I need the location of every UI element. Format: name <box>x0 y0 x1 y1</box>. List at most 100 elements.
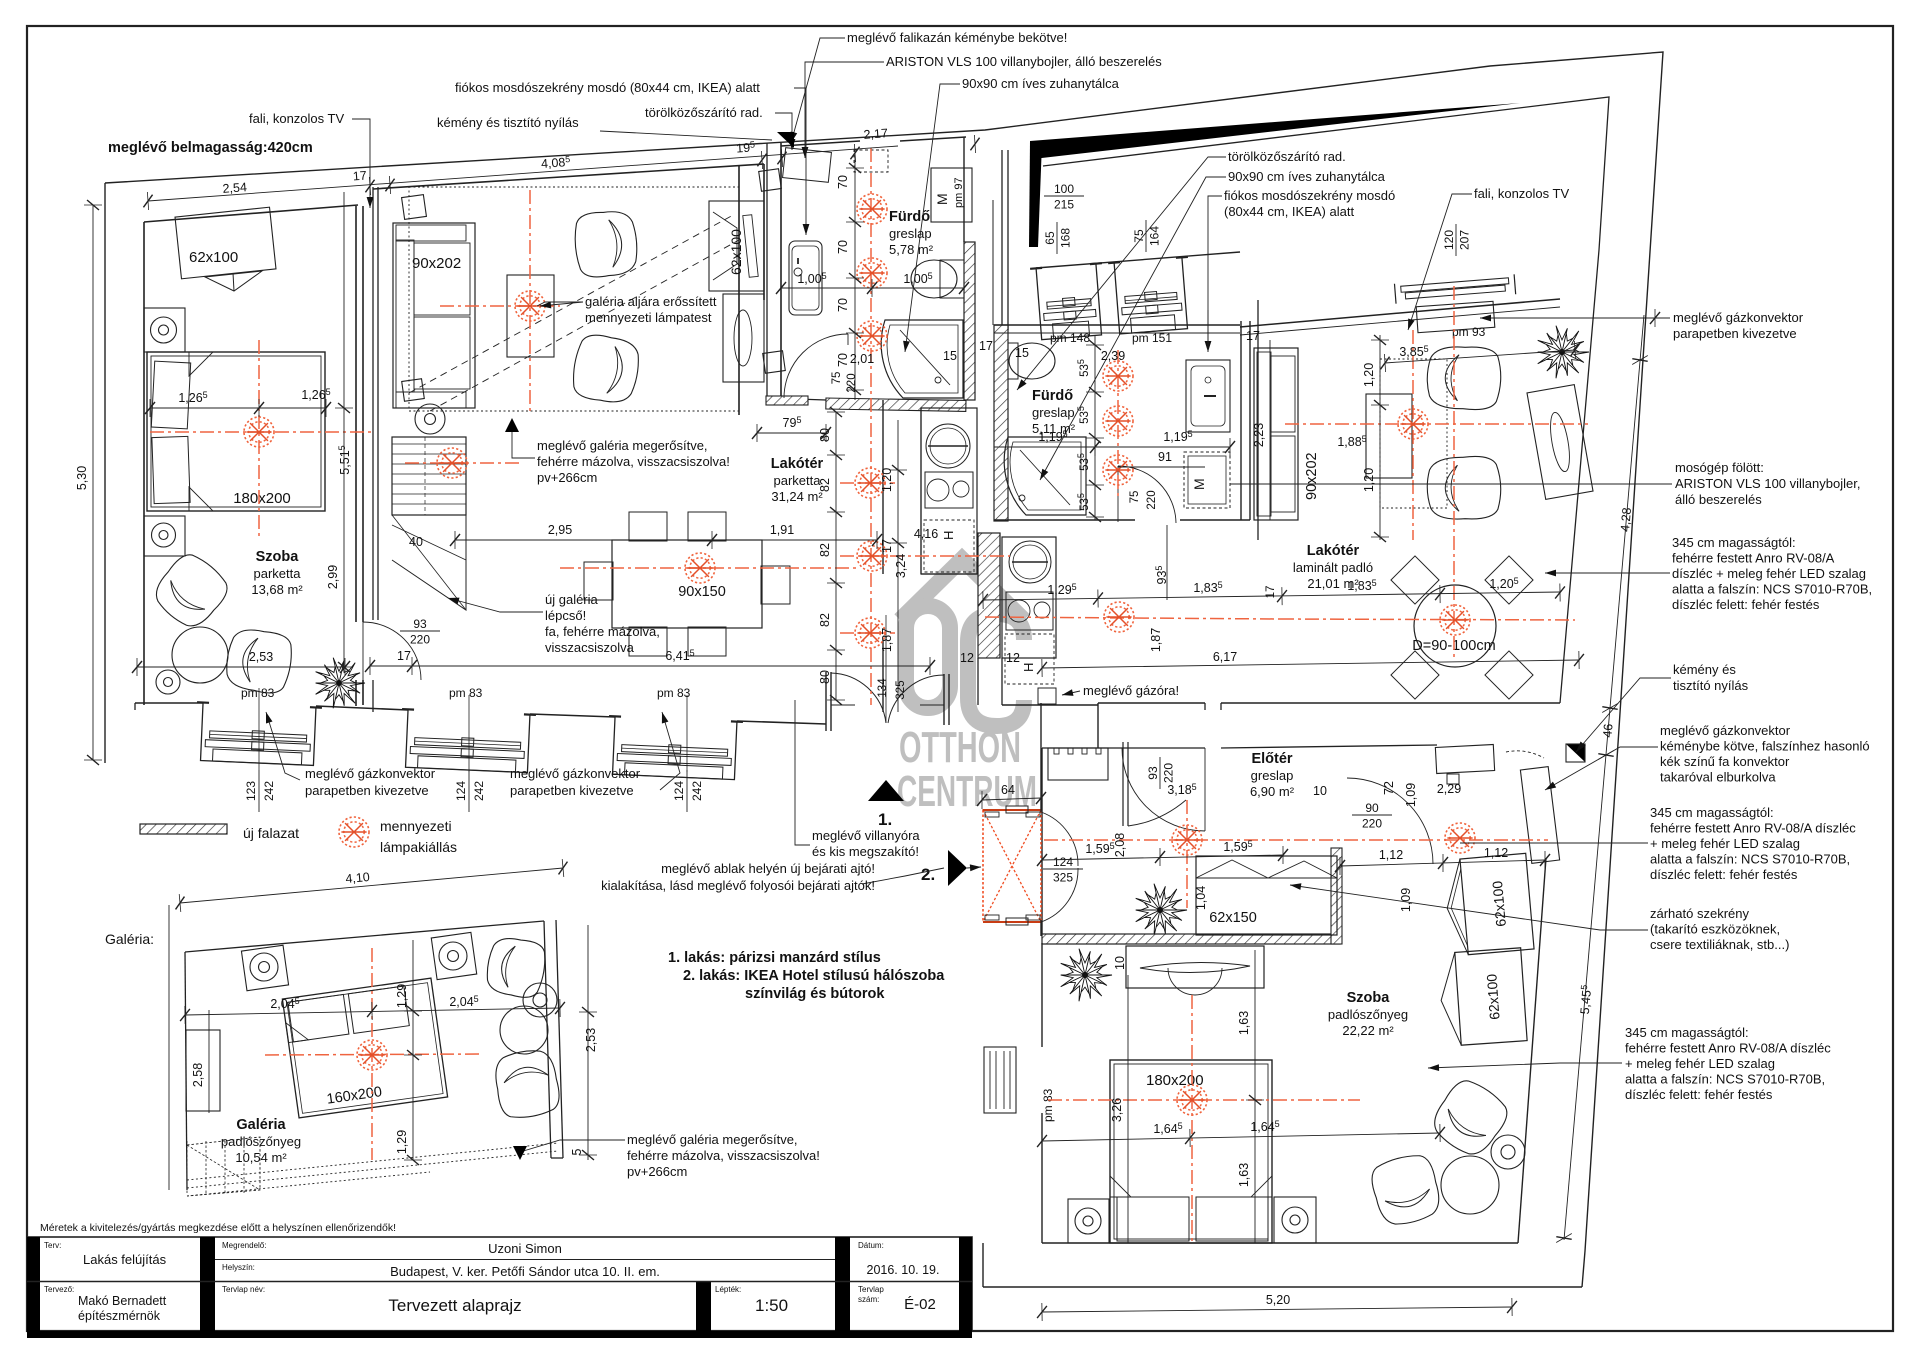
svg-text:46: 46 <box>1600 723 1615 738</box>
svg-text:mennyezeti: mennyezeti <box>380 818 452 834</box>
svg-text:2,045: 2,045 <box>270 996 299 1011</box>
svg-text:1. lakás: párizsi manzárd stíl: 1. lakás: párizsi manzárd stílus <box>668 950 881 966</box>
svg-text:ARISTON VLS 100 villanybojler,: ARISTON VLS 100 villanybojler, <box>1675 476 1860 491</box>
svg-text:Galéria:: Galéria: <box>105 931 154 947</box>
svg-text:1:50: 1:50 <box>755 1296 788 1315</box>
svg-text:215: 215 <box>1054 198 1074 212</box>
svg-text:160x200: 160x200 <box>326 1084 383 1108</box>
svg-text:laminált padló: laminált padló <box>1293 560 1373 575</box>
svg-text:greslap: greslap <box>889 226 932 241</box>
svg-text:345 cm magasságtól:: 345 cm magasságtól: <box>1625 1025 1749 1040</box>
svg-text:207: 207 <box>1458 230 1472 250</box>
svg-text:Tervlap: Tervlap <box>858 1285 884 1294</box>
svg-text:1,91: 1,91 <box>770 523 794 537</box>
svg-text:greslap: greslap <box>1251 768 1294 783</box>
svg-text:1,20: 1,20 <box>1362 363 1376 387</box>
svg-text:Megrendelő:: Megrendelő: <box>222 1241 266 1250</box>
svg-text:93: 93 <box>413 617 427 631</box>
svg-text:70: 70 <box>836 240 850 254</box>
svg-text:meglévő gázkonvektor: meglévő gázkonvektor <box>305 766 436 781</box>
svg-text:fehérre mázolva, visszacsiszol: fehérre mázolva, visszacsiszolva! <box>627 1148 820 1163</box>
svg-text:82: 82 <box>818 543 832 557</box>
svg-text:pm 148: pm 148 <box>1050 331 1090 345</box>
svg-text:díszléc + meleg fehér LED szal: díszléc + meleg fehér LED szalag <box>1672 566 1866 581</box>
svg-text:pm 83: pm 83 <box>1041 1088 1055 1122</box>
svg-text:M: M <box>934 193 950 205</box>
svg-text:meglévő belmagasság:420cm: meglévő belmagasság:420cm <box>108 140 313 156</box>
svg-text:Fürdő: Fürdő <box>1032 388 1073 404</box>
svg-text:Lakótér: Lakótér <box>771 456 824 472</box>
svg-text:64: 64 <box>1001 783 1015 797</box>
svg-text:meglévő galéria megerősítve,: meglévő galéria megerősítve, <box>627 1132 798 1147</box>
svg-text:1,20: 1,20 <box>1362 468 1376 492</box>
svg-text:1,87: 1,87 <box>880 628 894 652</box>
svg-text:(takarító eszközöknek,: (takarító eszközöknek, <box>1650 922 1780 937</box>
svg-text:1,12: 1,12 <box>1484 846 1508 860</box>
svg-text:5,11 m²: 5,11 m² <box>1032 421 1076 436</box>
svg-text:Szoba: Szoba <box>1347 990 1391 1006</box>
svg-text:meglévő gázkonvektor: meglévő gázkonvektor <box>1660 723 1791 738</box>
svg-text:pm 151: pm 151 <box>1132 331 1172 345</box>
svg-text:H: H <box>1021 663 1036 672</box>
svg-text:180x200: 180x200 <box>233 490 291 507</box>
svg-text:90x150: 90x150 <box>678 584 726 600</box>
svg-text:3,185: 3,185 <box>1167 782 1196 797</box>
svg-text:és kis megszakító!: és kis megszakító! <box>812 844 919 859</box>
svg-text:90: 90 <box>1365 801 1379 815</box>
svg-text:62x100: 62x100 <box>1483 973 1502 1020</box>
svg-text:alatta a falszín: NCS S7010-R7: alatta a falszín: NCS S7010-R70B, <box>1672 582 1872 597</box>
svg-text:greslap: greslap <box>1032 405 1075 420</box>
svg-text:1,195: 1,195 <box>1163 429 1192 444</box>
svg-text:2. lakás: IKEA Hotel stílusú h: 2. lakás: IKEA Hotel stílusú hálószoba <box>683 968 945 984</box>
svg-text:2,54: 2,54 <box>222 180 247 196</box>
svg-text:Makó Bernadett: Makó Bernadett <box>78 1294 167 1308</box>
svg-text:1,885: 1,885 <box>1337 434 1366 449</box>
svg-text:1,835: 1,835 <box>1347 578 1376 593</box>
svg-text:17: 17 <box>880 539 894 553</box>
svg-text:325: 325 <box>1053 871 1073 885</box>
svg-text:fehérre festett Anro RV-08/A: fehérre festett Anro RV-08/A <box>1672 551 1835 566</box>
svg-text:2,53: 2,53 <box>249 650 273 664</box>
svg-text:1,20: 1,20 <box>880 468 894 492</box>
svg-text:242: 242 <box>262 781 276 801</box>
svg-text:mosógép fölött:: mosógép fölött: <box>1675 460 1764 475</box>
svg-text:80: 80 <box>818 670 832 684</box>
svg-text:5,30: 5,30 <box>75 466 89 490</box>
svg-text:220: 220 <box>846 373 858 392</box>
svg-text:2,53: 2,53 <box>584 1028 598 1052</box>
svg-text:meglévő villanyóra: meglévő villanyóra <box>812 828 920 843</box>
svg-text:fali, konzolos TV: fali, konzolos TV <box>1474 186 1569 201</box>
svg-text:17: 17 <box>1265 586 1277 599</box>
svg-text:70: 70 <box>836 175 850 189</box>
svg-text:17: 17 <box>397 649 411 663</box>
svg-text:Előtér: Előtér <box>1251 751 1292 767</box>
svg-text:Tervezett alaprajz: Tervezett alaprajz <box>388 1296 521 1315</box>
svg-text:82: 82 <box>818 613 832 627</box>
svg-text:fehérre festett Anro RV-08/A d: fehérre festett Anro RV-08/A díszléc <box>1625 1041 1831 1056</box>
svg-text:fiókos mosdószekrény mosdó (80: fiókos mosdószekrény mosdó (80x44 cm, IK… <box>455 80 760 95</box>
svg-text:220: 220 <box>1162 763 1176 783</box>
svg-text:1,265: 1,265 <box>178 390 207 405</box>
svg-text:Lakás felújítás: Lakás felújítás <box>83 1252 167 1267</box>
svg-text:220: 220 <box>1146 490 1158 509</box>
svg-text:124: 124 <box>454 781 468 801</box>
svg-text:1,09: 1,09 <box>1399 888 1413 912</box>
svg-text:70: 70 <box>836 353 850 367</box>
svg-text:Helyszín:: Helyszín: <box>222 1263 255 1272</box>
svg-text:díszléc felett: fehér festés: díszléc felett: fehér festés <box>1650 867 1798 882</box>
svg-text:ARISTON VLS 100 villanybojler,: ARISTON VLS 100 villanybojler, álló besz… <box>886 54 1162 69</box>
svg-text:H: H <box>941 531 956 540</box>
svg-text:lámpakiállás: lámpakiállás <box>380 839 457 855</box>
svg-text:220: 220 <box>1362 817 1382 831</box>
svg-text:168: 168 <box>1059 228 1073 248</box>
svg-text:alatta a falszín: NCS S7010-R7: alatta a falszín: NCS S7010-R70B, <box>1625 1072 1825 1087</box>
svg-text:2,29: 2,29 <box>1437 782 1461 796</box>
svg-text:pm 83: pm 83 <box>657 686 691 700</box>
svg-text:1,645: 1,645 <box>1153 1121 1182 1136</box>
svg-text:alatta a falszín: NCS S7010-R7: alatta a falszín: NCS S7010-R70B, <box>1650 852 1850 867</box>
svg-text:124: 124 <box>1053 855 1073 869</box>
svg-text:17: 17 <box>352 169 367 184</box>
svg-text:124: 124 <box>672 781 686 801</box>
svg-text:75: 75 <box>1129 491 1141 504</box>
svg-text:2,58: 2,58 <box>191 1063 205 1087</box>
